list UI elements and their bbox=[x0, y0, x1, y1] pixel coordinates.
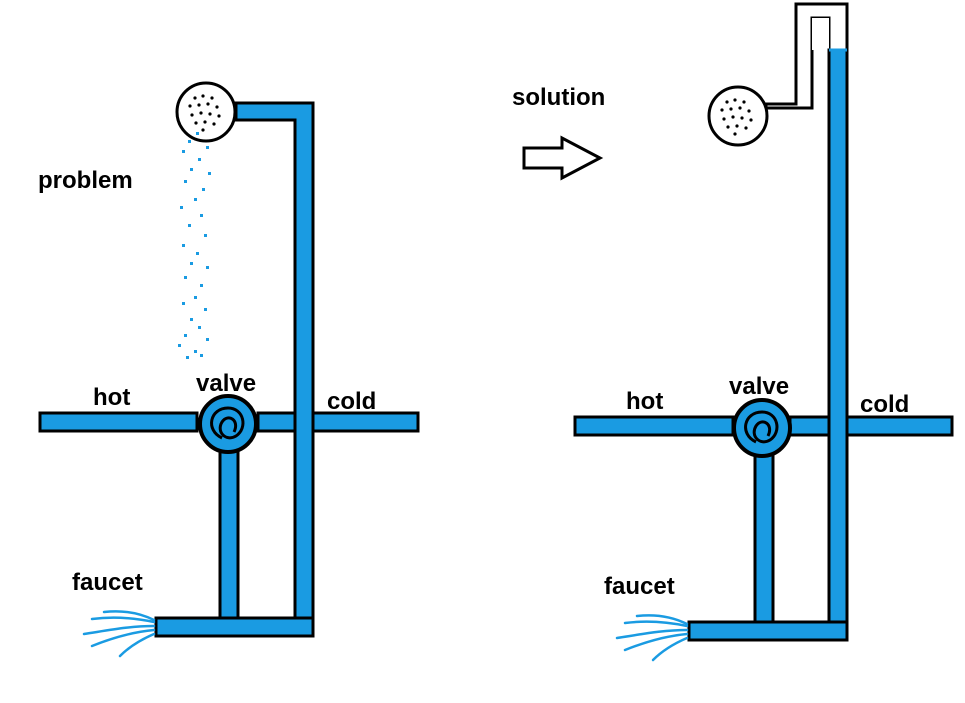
problem-title: problem bbox=[38, 167, 133, 194]
shower-loop-pipe-inner bbox=[812, 18, 829, 50]
valve-icon bbox=[732, 398, 792, 458]
faucet-label-right: faucet bbox=[604, 573, 675, 600]
solution-panel: hot valve cold faucet bbox=[573, 2, 954, 662]
cold-pipe bbox=[256, 411, 420, 433]
falling-water-droplets bbox=[178, 132, 211, 359]
faucet-label-left: faucet bbox=[72, 569, 143, 596]
hot-label-left: hot bbox=[93, 384, 130, 411]
cold-label-left: cold bbox=[327, 388, 376, 415]
valve-outlet-pipe bbox=[753, 452, 775, 624]
cold-label-right: cold bbox=[860, 391, 909, 418]
water-spray-icon bbox=[82, 610, 156, 658]
hot-pipe bbox=[38, 411, 199, 433]
valve-label-right: valve bbox=[729, 373, 789, 400]
shower-head-icon bbox=[175, 81, 237, 143]
water-spray-icon bbox=[615, 614, 689, 662]
faucet-pipe bbox=[154, 616, 315, 638]
transition: solution bbox=[512, 84, 605, 181]
hot-label-right: hot bbox=[626, 388, 663, 415]
hot-pipe bbox=[573, 415, 735, 437]
valve-icon bbox=[198, 394, 258, 454]
problem-panel: problem hot valve cold faucet bbox=[38, 81, 420, 658]
faucet-pipe bbox=[687, 620, 849, 642]
valve-outlet-pipe bbox=[218, 448, 240, 620]
cold-pipe bbox=[788, 415, 954, 437]
shower-riser-pipe bbox=[827, 48, 849, 642]
shower-head-icon bbox=[707, 85, 769, 147]
solution-title: solution bbox=[512, 84, 605, 111]
right-arrow-outline-icon bbox=[522, 135, 604, 181]
valve-label-left: valve bbox=[196, 370, 256, 397]
